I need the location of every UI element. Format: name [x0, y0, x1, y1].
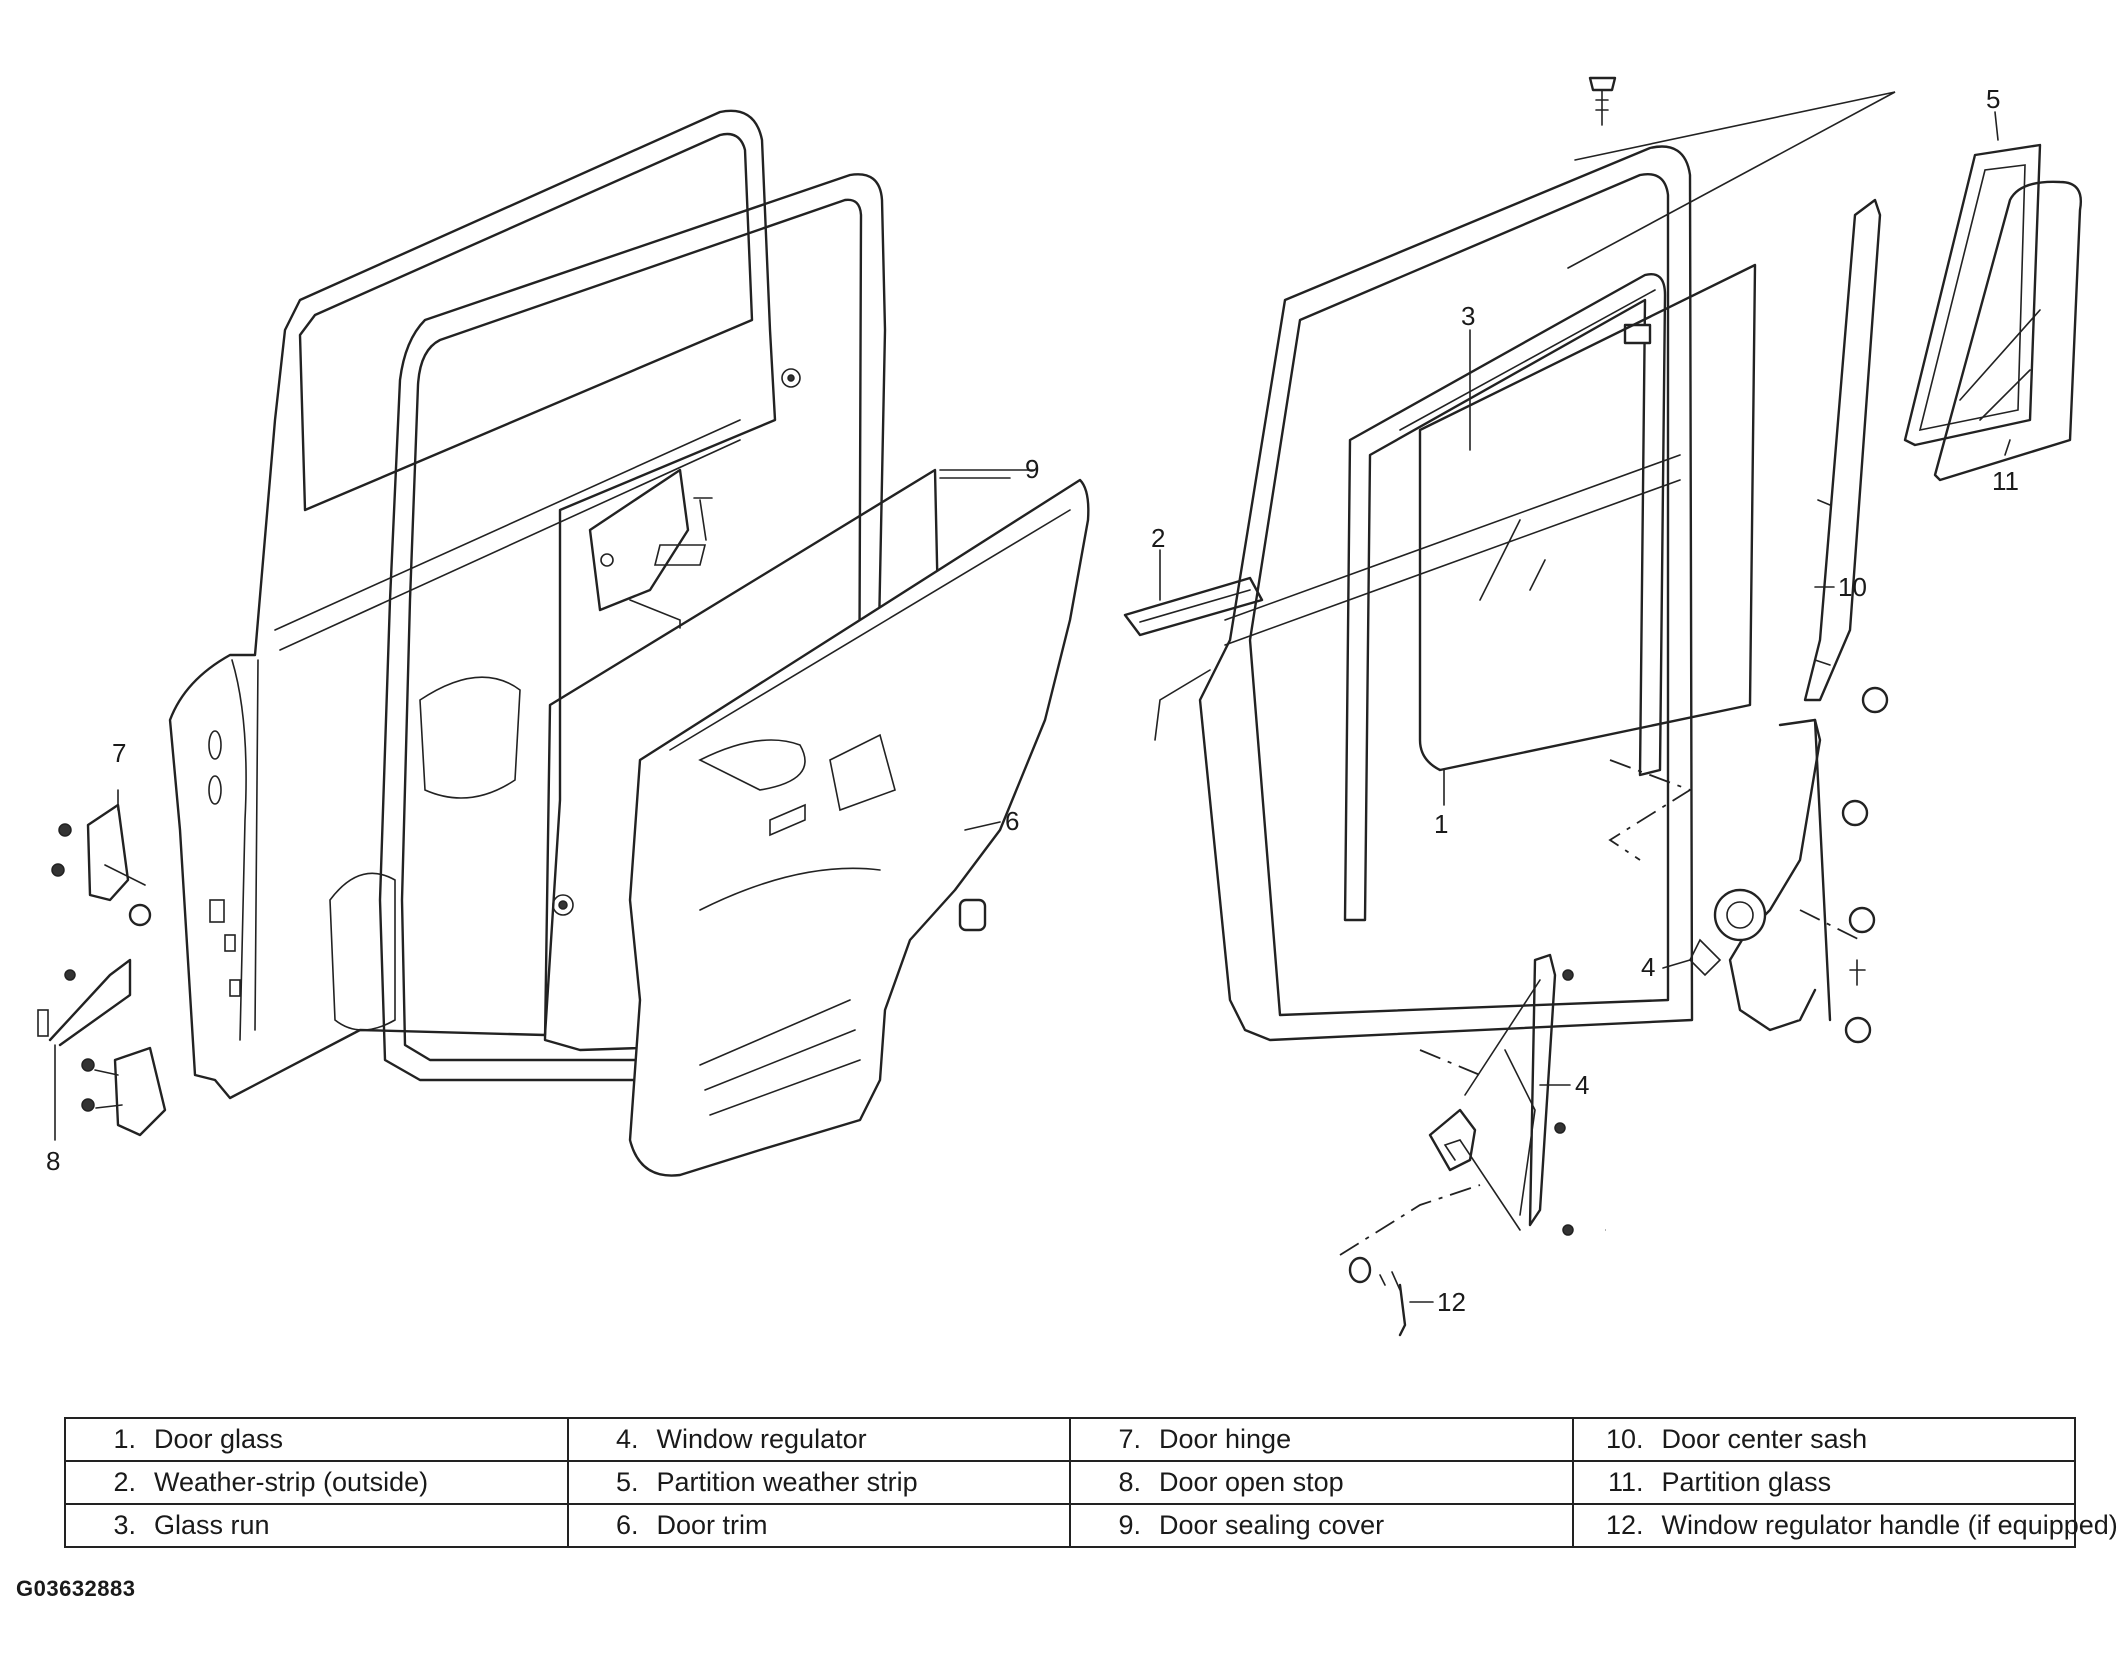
callout-6: 6 [1005, 806, 1019, 836]
callout-8: 8 [46, 1146, 60, 1176]
legend-label: Window regulator handle (if equipped) [1661, 1510, 2118, 1540]
weather-strip-outside [1123, 576, 1264, 637]
legend-cell: 11.Partition glass [1571, 1460, 2076, 1505]
top-screw [1588, 76, 1617, 126]
legend-label: Door trim [656, 1510, 768, 1540]
callout-4-lower: 4 [1575, 1070, 1589, 1100]
door-open-stop [37, 958, 132, 1047]
right-door-shell [1154, 145, 1694, 1042]
upper-latch-bracket [588, 468, 713, 629]
window-regulator-upper [1689, 718, 1876, 1044]
legend-cell: 12.Window regulator handle (if equipped) [1571, 1503, 2118, 1548]
legend-row: 2.Weather-strip (outside) 5.Partition we… [64, 1460, 2076, 1505]
exploded-door-diagram: 9 7 6 8 2 3 1 5 11 10 4 4 12 [37, 76, 2082, 1337]
legend-label: Door center sash [1661, 1424, 1868, 1454]
legend-cell: 6.Door trim [566, 1503, 1071, 1548]
legend-cell: 8.Door open stop [1069, 1460, 1574, 1505]
legend-row: 3.Glass run 6.Door trim 9.Door sealing c… [64, 1503, 2118, 1548]
legend-cell: 7.Door hinge [1069, 1417, 1574, 1462]
legend-cell: 10.Door center sash [1571, 1417, 2076, 1462]
left-door-shell [168, 109, 801, 1100]
callout-4-upper: 4 [1641, 952, 1655, 982]
legend-cell: 3.Glass run [64, 1503, 569, 1548]
callout-5: 5 [1986, 84, 2000, 114]
door-glass [1418, 263, 1757, 772]
window-regulator-handle [1348, 1256, 1407, 1337]
callout-7: 7 [112, 738, 126, 768]
callout-3: 3 [1461, 301, 1475, 331]
legend-label: Door hinge [1159, 1424, 1292, 1454]
alignment-lines [1339, 759, 1861, 1256]
door-trim [628, 478, 1090, 1177]
callout-12: 12 [1437, 1287, 1466, 1317]
glass-run-clip [1623, 323, 1652, 345]
callout-11: 11 [1992, 466, 2019, 496]
legend-label: Door sealing cover [1159, 1510, 1385, 1540]
trim-clip [958, 898, 987, 932]
callout-9: 9 [1025, 454, 1039, 484]
right-glass-run [1343, 273, 1667, 922]
left-glass-run [378, 173, 887, 1082]
legend-label: Window regulator [656, 1424, 867, 1454]
right-sealing-plane [1567, 91, 1896, 269]
legend-label: Partition glass [1661, 1467, 1832, 1497]
partition-glass [1933, 180, 2082, 482]
legend-row: 1.Door glass 4.Window regulator 7.Door h… [64, 1417, 2076, 1462]
door-hinge [51, 803, 167, 1137]
legend-cell: 5.Partition weather strip [566, 1460, 1071, 1505]
figure-id: G03632883 [16, 1576, 136, 1601]
parts-legend-table: 1.Door glass 4.Window regulator 7.Door h… [64, 1417, 2118, 1548]
legend-label: Weather-strip (outside) [154, 1467, 429, 1497]
legend-cell: 9.Door sealing cover [1069, 1503, 1574, 1548]
legend-cell: 4.Window regulator [566, 1417, 1071, 1462]
callout-labels: 9 7 6 8 2 3 1 5 11 10 4 4 12 [46, 84, 2019, 1317]
window-regulator-lower [1428, 953, 1574, 1236]
callout-10: 10 [1838, 572, 1867, 602]
legend-label: Partition weather strip [656, 1467, 918, 1497]
legend-label: Door glass [154, 1424, 284, 1454]
legend-cell: 1.Door glass [64, 1417, 569, 1462]
legend-label: Glass run [154, 1510, 270, 1540]
door-center-sash [1803, 198, 1889, 714]
legend-label: Door open stop [1159, 1467, 1344, 1497]
callout-1: 1 [1434, 809, 1448, 839]
callout-leaders [54, 111, 2011, 1303]
partition-weather-strip [1903, 143, 2042, 447]
legend-cell: 2.Weather-strip (outside) [64, 1460, 569, 1505]
callout-2: 2 [1151, 523, 1165, 553]
